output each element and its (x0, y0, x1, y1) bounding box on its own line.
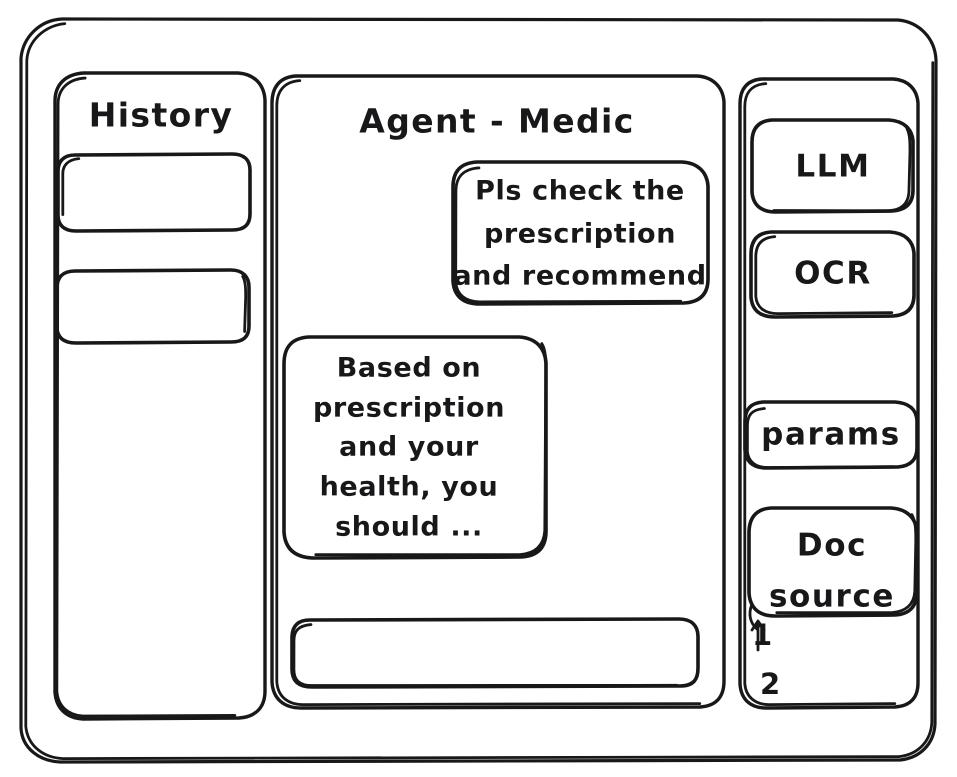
history-item-1[interactable] (55, 268, 251, 345)
svg-text:and recommend: and recommend (453, 261, 706, 292)
svg-text:prescription: prescription (313, 393, 505, 424)
doc-source-box[interactable] (747, 506, 919, 618)
agent-panel-title: Agent - Medic (359, 102, 634, 141)
svg-text:source: source (769, 579, 895, 615)
tools-panel (738, 77, 920, 710)
message-bubble-agent (282, 335, 548, 560)
composer-input[interactable] (290, 617, 700, 689)
svg-text:Doc: Doc (797, 528, 867, 564)
doc-source-label: Doc source (769, 528, 895, 615)
message-user-text: Pls check the prescription and recommend (453, 176, 706, 292)
history-title: History (89, 96, 234, 135)
doc-source-ref-2[interactable]: 2 (760, 667, 781, 701)
tool-button-ocr[interactable] (749, 230, 916, 319)
svg-text:health, you: health, you (320, 472, 499, 503)
svg-text:Pls check the: Pls check the (475, 176, 685, 207)
tool-button-params-label: params (761, 417, 901, 453)
doc-source-connector (748, 602, 766, 652)
tool-button-llm-label: LLM (795, 149, 870, 185)
tool-button-llm[interactable] (750, 118, 915, 214)
tool-button-params[interactable] (743, 400, 919, 470)
agent-panel (270, 74, 726, 710)
svg-text:should ...: should ... (335, 512, 483, 543)
history-item-0[interactable] (56, 152, 252, 233)
message-bubble-user (451, 160, 710, 306)
tool-button-ocr-label: OCR (794, 256, 872, 292)
svg-text:and your: and your (339, 432, 479, 463)
history-panel (53, 71, 267, 721)
message-agent-text: Based on prescription and your health, y… (313, 353, 505, 543)
svg-text:prescription: prescription (484, 219, 676, 250)
svg-text:Based on: Based on (337, 353, 481, 384)
window-frame (19, 17, 938, 764)
doc-source-ref-1[interactable]: 1 (752, 618, 773, 652)
